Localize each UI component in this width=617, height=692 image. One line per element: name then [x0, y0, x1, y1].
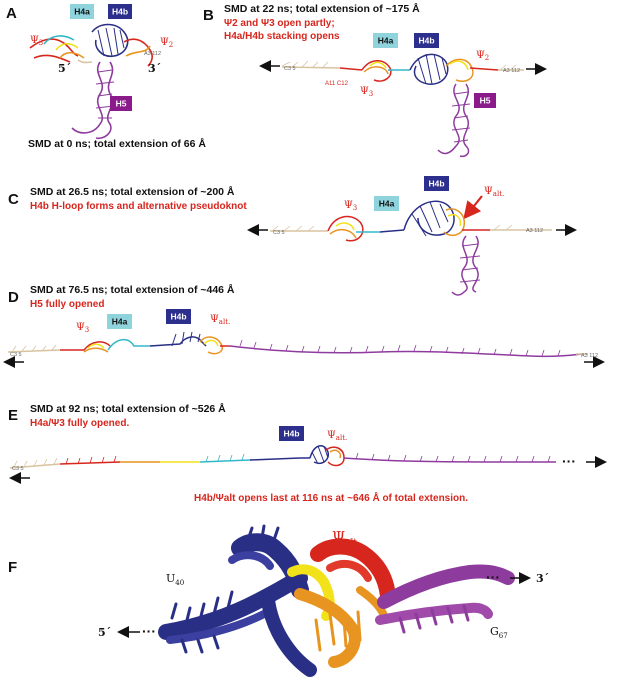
- psi3-label-d: Ψ3: [76, 322, 89, 334]
- panel-a-letter: A: [6, 5, 17, 22]
- panel-e-caption: SMD at 92 ns; total extension of ~526 Å: [30, 402, 226, 415]
- panel-f: F Ψalt. U40 G67 5´: [8, 524, 549, 677]
- panel-d-letter: D: [8, 289, 19, 306]
- panel-c-subtitle: H4b H-loop forms and alternative pseudok…: [30, 201, 247, 212]
- res-right-c: A3 112: [526, 228, 543, 234]
- h4b-tag-d: [166, 309, 191, 324]
- res-left-d: C3 5: [10, 352, 22, 358]
- h4b-tag-c-label: H4b: [428, 179, 444, 189]
- h4a-tag-c: [374, 196, 399, 211]
- h4a-tag-d: [107, 314, 132, 329]
- h5-tag-a: [110, 96, 132, 111]
- h4a-tag-a-label: H4a: [74, 7, 90, 17]
- res-left-b: C3 5: [284, 66, 296, 72]
- panel-a-caption: SMD at 0 ns; total extension of 66 Å: [28, 137, 206, 150]
- panel-b-letter: B: [203, 7, 214, 24]
- h4b-tag-d-label: H4b: [170, 312, 186, 322]
- h4b-tag-b: [414, 33, 439, 48]
- panel-f-letter: F: [8, 559, 17, 576]
- psi3-label-c: Ψ3: [344, 200, 357, 212]
- panel-e-rna-structure: [9, 445, 556, 469]
- res-tag-a: A3 112: [144, 51, 161, 57]
- panel-d-rna-structure: [7, 331, 588, 358]
- panel-c-rna-structure: [270, 200, 552, 296]
- three-prime-label-f: 3´: [536, 572, 549, 585]
- res-right-b: A3 112: [503, 68, 520, 74]
- panel-c: C SMD at 26.5 ns; total extension of ~20…: [8, 176, 577, 296]
- five-prime-label-a: 5´: [58, 62, 71, 75]
- h4b-tag-a-label: H4b: [112, 7, 128, 17]
- panel-e-letter: E: [8, 407, 18, 424]
- psi-alt-label-f: Ψalt.: [332, 528, 360, 548]
- res-right-d: A3 112: [581, 353, 598, 359]
- h4a-tag-a: [70, 4, 94, 19]
- h4b-tag-a: [108, 4, 132, 19]
- panel-d-caption: SMD at 76.5 ns; total extension of ~446 …: [30, 283, 235, 296]
- panel-d-subtitle: H5 fully opened: [30, 299, 104, 310]
- psi-alt-pointer-arrow-c: [463, 195, 483, 220]
- panel-c-letter: C: [8, 191, 19, 208]
- five-prime-dots-f: ···: [142, 623, 156, 639]
- panel-b-subtitle-1: Ψ2 and Ψ3 open partly;: [224, 18, 335, 29]
- h4b-tag-e: [279, 426, 304, 441]
- res-mid-b: A11 C12: [325, 81, 349, 87]
- panel-b-caption: SMD at 22 ns; total extension of ~175 Å: [224, 2, 420, 15]
- psi2-label-b: Ψ2: [476, 50, 489, 62]
- continuation-dots-e: ···: [562, 453, 576, 469]
- h5-tag-b: [474, 93, 496, 108]
- panel-d: D SMD at 76.5 ns; total extension of ~44…: [3, 283, 605, 368]
- psi3-label-a: Ψ3: [30, 35, 43, 47]
- h5-tag-b-label: H5: [480, 96, 491, 106]
- panel-b-rna-structure: [281, 53, 524, 158]
- psi-alt-label-d: Ψalt.: [210, 314, 230, 326]
- three-prime-dots-f: ···: [486, 569, 500, 585]
- psi-alt-label-e: Ψalt.: [327, 430, 347, 442]
- panel-c-caption: SMD at 26.5 ns; total extension of ~200 …: [30, 185, 235, 198]
- panel-b-subtitle-2: H4a/H4b stacking opens: [224, 31, 340, 42]
- panel-a-rna-structure: [29, 23, 153, 140]
- panel-b: B SMD at 22 ns; total extension of ~175 …: [203, 2, 547, 158]
- h4a-tag-d-label: H4a: [112, 317, 128, 327]
- panel-a: A H4a H4b H5 Ψ3 Ψ2: [6, 4, 206, 150]
- u40-label: U40: [166, 572, 184, 587]
- panel-f-rna-bundle: [158, 524, 515, 677]
- five-prime-label-f: 5´: [98, 626, 111, 639]
- g67-label: G67: [490, 625, 508, 640]
- panel-e-subtitle: H4a/Ψ3 fully opened.: [30, 418, 129, 429]
- h5-tag-a-label: H5: [116, 99, 127, 109]
- three-prime-label-a: 3´: [148, 62, 161, 75]
- h4a-tag-c-label: H4a: [379, 199, 395, 209]
- psi2-label-a: Ψ2: [160, 37, 173, 49]
- res-left-c: C3 5: [273, 230, 285, 236]
- psi3-label-b: Ψ3: [360, 86, 373, 98]
- h4a-tag-b: [373, 33, 398, 48]
- panel-e-footnote: H4b/Ψalt opens last at 116 ns at ~646 Å …: [194, 491, 468, 504]
- h4b-tag-c: [424, 176, 449, 191]
- h4a-tag-b-label: H4a: [378, 36, 394, 46]
- h4b-tag-e-label: H4b: [283, 429, 299, 439]
- h4b-tag-b-label: H4b: [418, 36, 434, 46]
- panel-e: E SMD at 92 ns; total extension of ~526 …: [8, 402, 607, 504]
- res-left-e: C3 5: [12, 466, 24, 472]
- psi-alt-label-c: Ψalt.: [484, 186, 504, 198]
